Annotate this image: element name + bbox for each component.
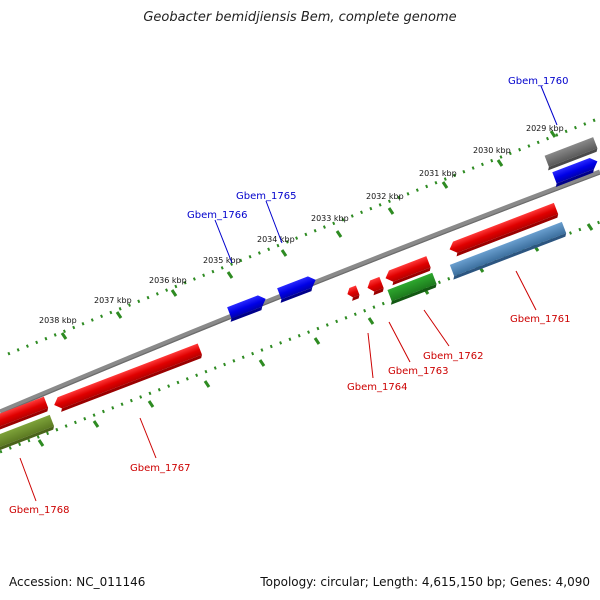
gene-arrow-gbem-1768 xyxy=(0,396,49,433)
gene-arrow-steelblue xyxy=(449,221,567,280)
gene-arrow-gbem-1765 xyxy=(277,276,316,303)
leader-gbem-1767 xyxy=(139,417,157,459)
gene-arrow-olive xyxy=(0,414,55,454)
tick-mark-2034 xyxy=(280,249,288,257)
leader-gbem-1761 xyxy=(515,270,537,311)
gene-label-gbem-1764[interactable]: Gbem_1764 xyxy=(347,382,407,393)
gene-label-gbem-1767[interactable]: Gbem_1767 xyxy=(130,463,190,474)
tick-mark-2038 xyxy=(60,332,68,340)
gene-arrow-green xyxy=(387,272,437,305)
gene-label-gbem-1760[interactable]: Gbem_1760 xyxy=(508,76,568,87)
gene-label-gbem-1766[interactable]: Gbem_1766 xyxy=(187,210,247,221)
gene-arrow-gbem-1766 xyxy=(227,295,266,322)
gene-arrow-gbem-1767 xyxy=(54,343,202,412)
gene-arrow-gbem-1762 xyxy=(385,256,431,286)
gene-label-gbem-1763[interactable]: Gbem_1763 xyxy=(388,366,448,377)
inner-tick-mark xyxy=(92,420,100,428)
kbp-label: 2032 kbp xyxy=(366,192,404,201)
inner-tick-mark xyxy=(203,380,211,388)
inner-tick-mark xyxy=(258,359,266,367)
label-leader-lines xyxy=(19,85,558,502)
accession-text: Accession: NC_011146 xyxy=(9,575,146,589)
gene-label-gbem-1762[interactable]: Gbem_1762 xyxy=(423,351,483,362)
inner-tick-mark xyxy=(586,223,594,231)
gene-label-gbem-1765[interactable]: Gbem_1765 xyxy=(236,191,296,202)
kbp-labels: 2029 kbp 2030 kbp 2031 kbp 2032 kbp 2033… xyxy=(39,124,564,325)
map-title: Geobacter bemidjiensis Bem, complete gen… xyxy=(143,10,457,25)
tick-mark-2029 xyxy=(549,130,557,138)
kbp-label: 2030 kbp xyxy=(473,146,511,155)
tick-mark-2030 xyxy=(496,159,504,167)
leader-gbem-1760 xyxy=(540,85,558,126)
leader-gbem-1762 xyxy=(423,309,450,347)
tick-mark-2032 xyxy=(387,207,395,215)
kbp-label: 2038 kbp xyxy=(39,316,77,325)
kbp-tick-marks xyxy=(60,130,557,340)
kbp-label: 2036 kbp xyxy=(149,276,187,285)
gene-arrow-gbem-1760 xyxy=(552,157,598,188)
tick-mark-2037 xyxy=(115,311,123,319)
tick-mark-2033 xyxy=(335,230,343,238)
gene-arrow-gbem-1764 xyxy=(347,285,360,301)
leader-gbem-1766 xyxy=(214,219,233,264)
leader-gbem-1764 xyxy=(367,332,374,379)
forward-features xyxy=(227,137,598,322)
gene-label-gbem-1768[interactable]: Gbem_1768 xyxy=(9,505,69,516)
inner-tick-marks xyxy=(37,223,594,447)
inner-tick-mark xyxy=(37,439,45,447)
inner-tick-mark xyxy=(313,337,321,345)
kbp-label: 2034 kbp xyxy=(257,235,295,244)
kbp-label: 2033 kbp xyxy=(311,214,349,223)
inner-tick-mark xyxy=(147,400,155,408)
cds-gray xyxy=(544,137,598,171)
tick-mark-2035 xyxy=(226,271,234,279)
leader-gbem-1763 xyxy=(388,321,411,363)
kbp-label: 2037 kbp xyxy=(94,296,132,305)
inner-tick-mark xyxy=(367,317,375,325)
kbp-label: 2029 kbp xyxy=(526,124,564,133)
gene-label-gbem-1761[interactable]: Gbem_1761 xyxy=(510,314,570,325)
kbp-label: 2031 kbp xyxy=(419,169,457,178)
kbp-label: 2035 kbp xyxy=(203,256,241,265)
reverse-features xyxy=(0,202,567,454)
gene-arrow-gbem-1763 xyxy=(367,276,384,296)
tick-mark-2031 xyxy=(441,181,449,189)
leader-gbem-1768 xyxy=(19,457,37,502)
gene-labels: Gbem_1760 Gbem_1765 Gbem_1766 Gbem_1761 … xyxy=(9,76,570,516)
leader-gbem-1765 xyxy=(265,200,283,244)
tick-mark-2036 xyxy=(170,289,178,297)
genome-summary-text: Topology: circular; Length: 4,615,150 bp… xyxy=(260,575,590,589)
gene-arrow-gbem-1761-red xyxy=(449,202,559,257)
